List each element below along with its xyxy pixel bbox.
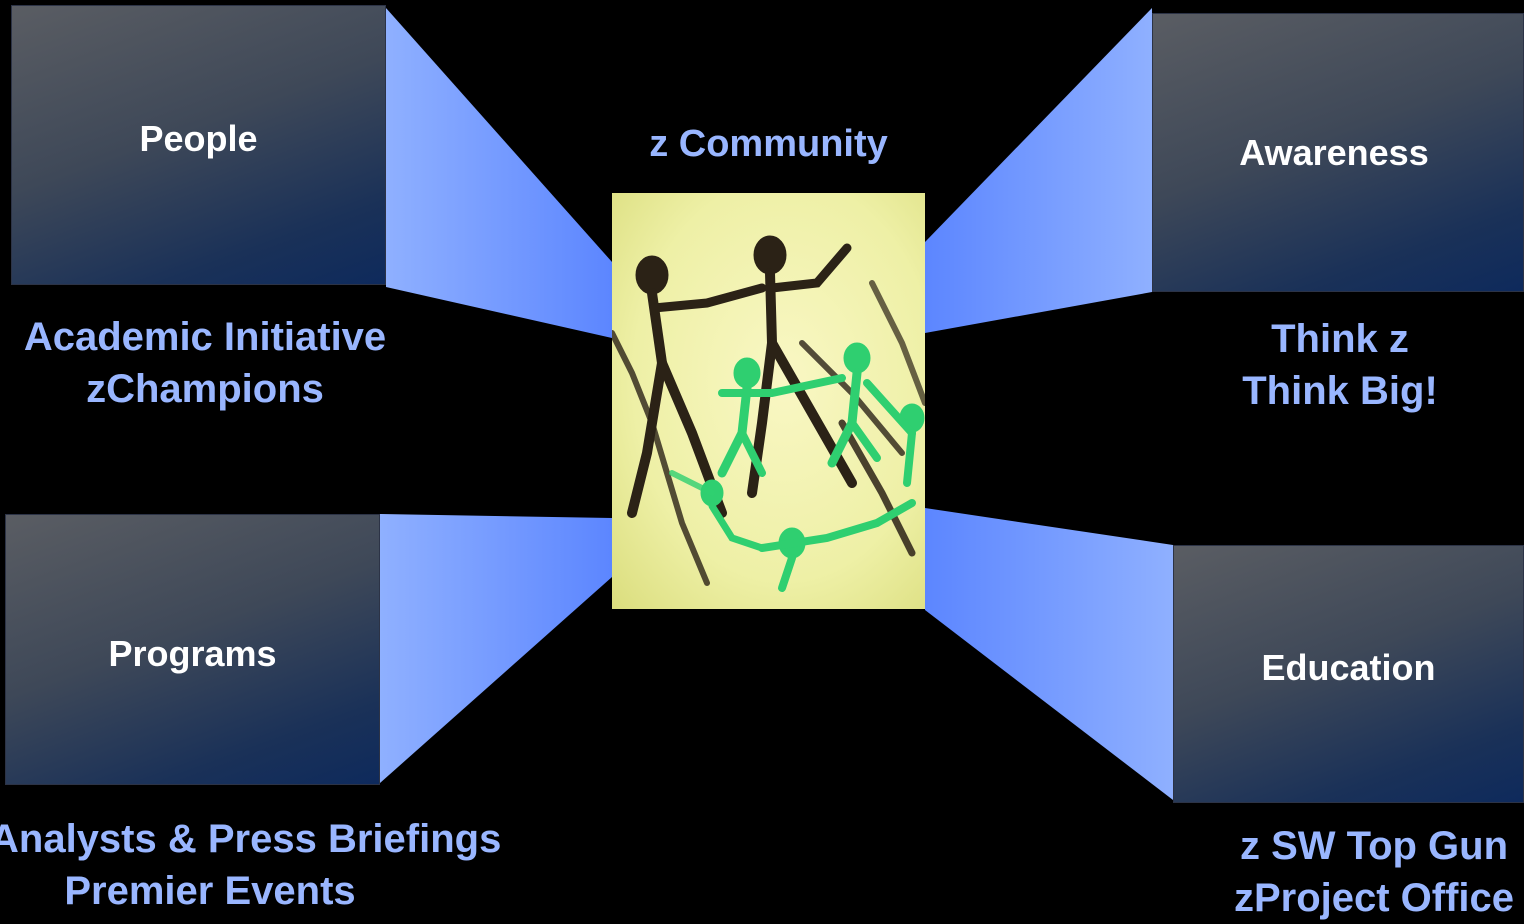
node-label-programs: Programs (108, 632, 277, 674)
connector-awareness (925, 8, 1152, 333)
connector-people (386, 8, 612, 338)
node-box-programs: Programs (5, 514, 380, 785)
caption-line: Think Big! (1242, 369, 1438, 413)
node-box-awareness: Awareness (1152, 13, 1524, 292)
caption-line: z SW Top Gun (1239, 824, 1509, 868)
caption-line: Analysts & Press Briefings (0, 817, 502, 861)
node-label-education: Education (1261, 647, 1436, 688)
node-label-people: People (139, 118, 258, 159)
people-chain-icon (612, 193, 925, 609)
connector-programs (380, 514, 612, 783)
caption-line: Academic Initiative (23, 315, 387, 359)
node-caption-people: Academic Initiative zChampions (5, 311, 405, 415)
people-chain-photo (612, 193, 925, 609)
caption-line: Premier Events (64, 869, 356, 913)
node-caption-awareness: Think z Think Big! (1140, 313, 1524, 417)
caption-line: zChampions (86, 367, 324, 411)
node-box-people: People (11, 5, 386, 285)
node-label-awareness: Awareness (1239, 131, 1429, 173)
node-box-education: Education (1173, 545, 1524, 803)
caption-line: zProject Office (1233, 876, 1515, 920)
center-title: z Community (649, 123, 888, 165)
node-caption-programs: Analysts & Press Briefings Premier Event… (0, 813, 502, 917)
caption-line: Think z (1271, 317, 1409, 361)
node-caption-education: z SW Top Gun zProject Office (1224, 820, 1524, 924)
connector-education (925, 508, 1173, 800)
